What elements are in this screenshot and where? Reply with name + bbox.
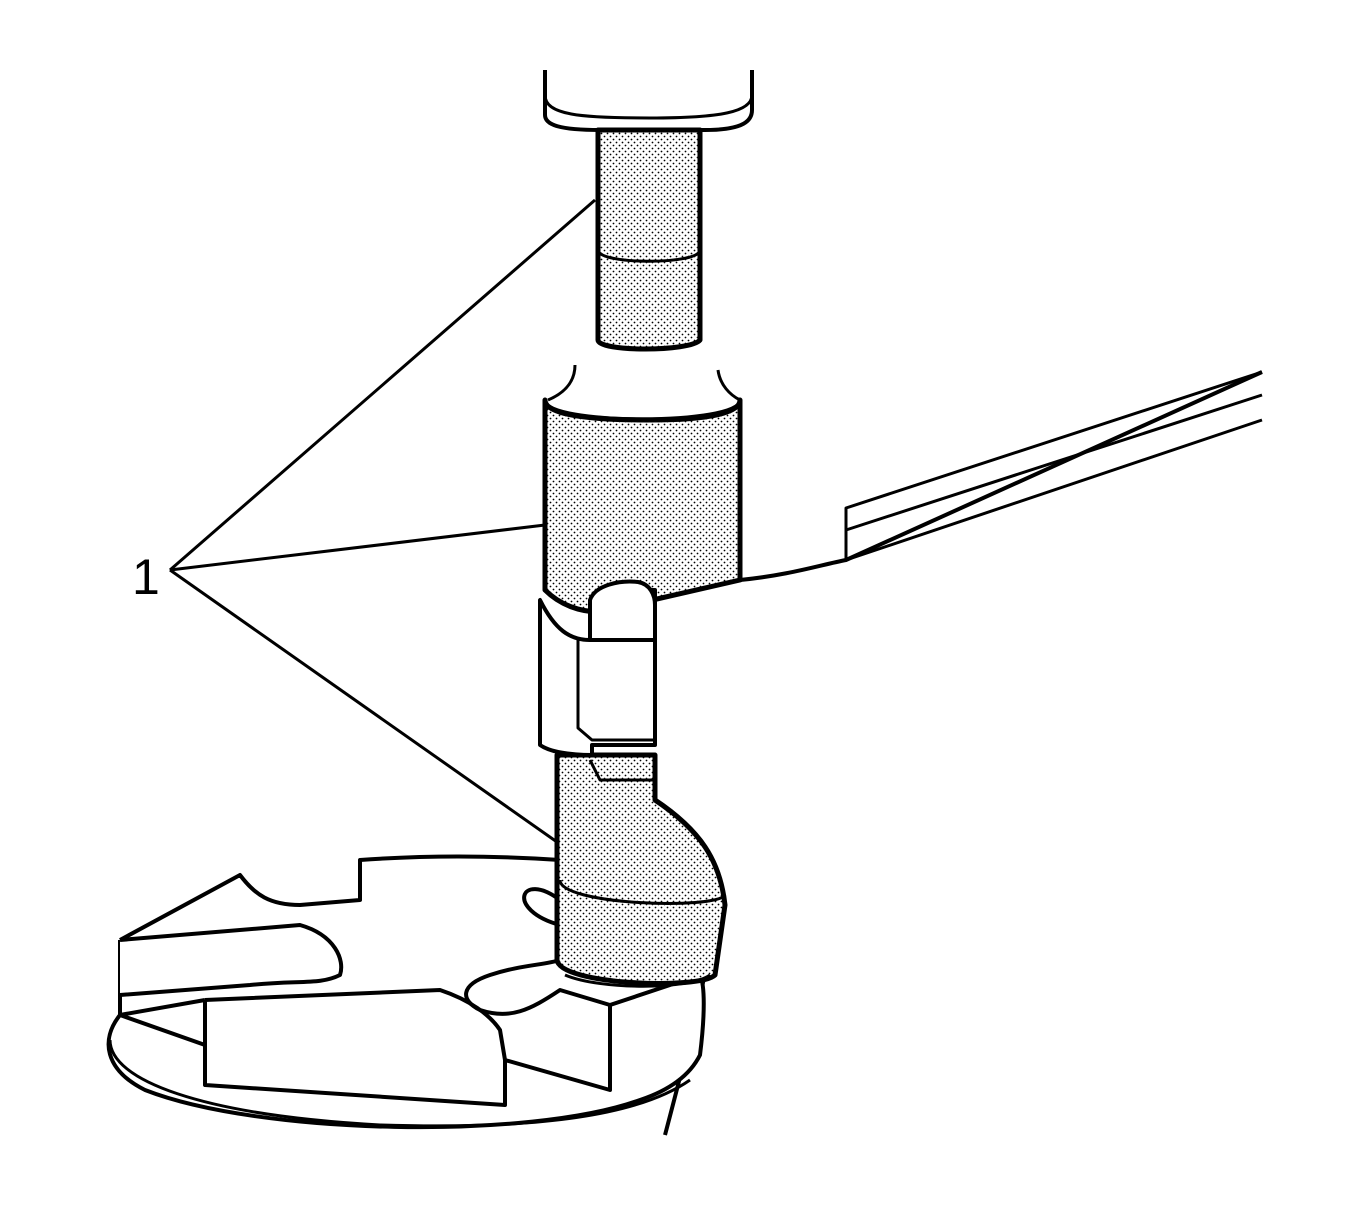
installer-tool-upper bbox=[595, 127, 703, 352]
leader-line-upper-tool bbox=[169, 198, 596, 572]
callout-label: 1 bbox=[132, 549, 160, 605]
installer-tool-lower bbox=[542, 364, 743, 988]
leader-line-middle-tool bbox=[169, 523, 546, 572]
leader-line-lower-tool bbox=[169, 568, 558, 844]
press-ram bbox=[543, 70, 754, 132]
clip bbox=[588, 579, 657, 642]
housing bbox=[654, 370, 1263, 1136]
callout-leaders bbox=[169, 198, 596, 844]
